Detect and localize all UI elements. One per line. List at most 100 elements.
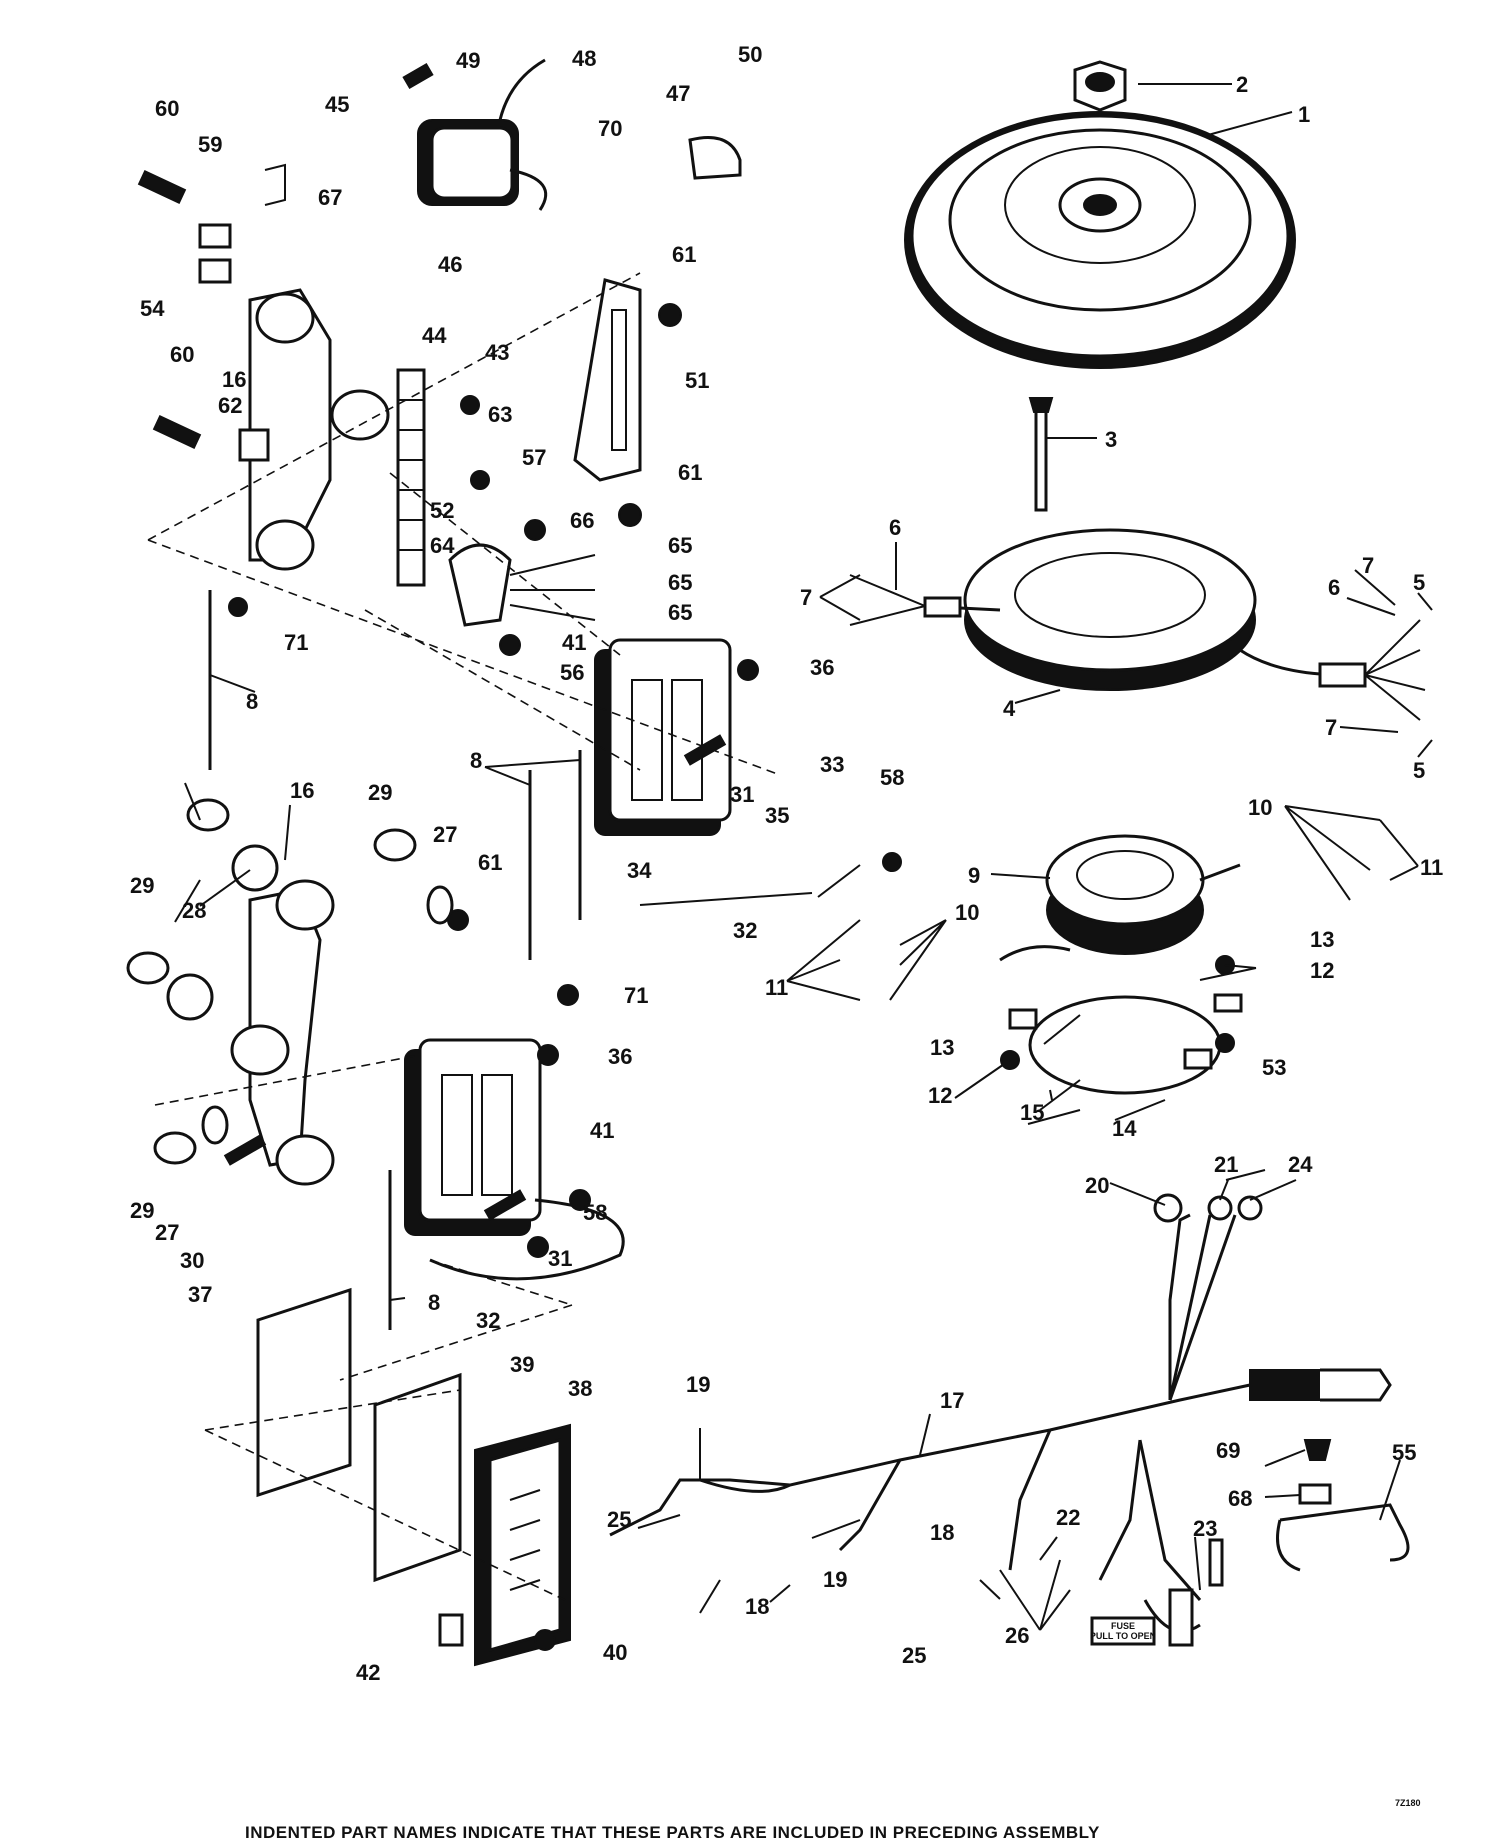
callout-36a: 36 (810, 655, 834, 680)
callout-60b: 60 (170, 342, 194, 367)
callout-65a: 65 (668, 533, 692, 558)
callout-55: 55 (1392, 1440, 1416, 1465)
stator-assembly (849, 528, 1426, 721)
callout-6b: 6 (1328, 575, 1340, 600)
upper-bracket (248, 288, 390, 571)
callout-39: 39 (510, 1352, 534, 1377)
callout-29b: 29 (130, 873, 154, 898)
callout-19b: 19 (823, 1567, 847, 1592)
callout-33: 33 (820, 752, 844, 777)
callout-65b: 65 (668, 570, 692, 595)
callout-8b: 8 (470, 748, 482, 773)
callout-24: 24 (1288, 1152, 1313, 1177)
callout-42: 42 (356, 1660, 380, 1685)
callout-40: 40 (603, 1640, 627, 1665)
callout-35: 35 (765, 803, 789, 828)
callout-71a: 71 (284, 630, 308, 655)
callout-26: 26 (1005, 1623, 1029, 1648)
power-pack-lower (404, 1038, 625, 1281)
callout-34: 34 (627, 858, 652, 883)
callout-63: 63 (488, 402, 512, 427)
callout-12a: 12 (1310, 958, 1334, 983)
callout-5a: 5 (1413, 570, 1425, 595)
power-pack-upper (594, 638, 732, 836)
callout-62: 62 (218, 393, 242, 418)
coil-bracket (573, 278, 642, 482)
timer-base (999, 834, 1241, 962)
callout-4: 4 (1003, 696, 1016, 721)
callout-32a: 32 (733, 918, 757, 943)
shield-cover (474, 1423, 571, 1667)
callout-10a: 10 (1248, 795, 1272, 820)
callout-59: 59 (198, 132, 222, 157)
callout-labels: 1 2 3 4 5 5 6 6 7 7 7 8 8 8 9 10 10 11 1… (130, 42, 1443, 1685)
callout-68: 68 (1228, 1486, 1252, 1511)
callout-7c: 7 (1325, 715, 1337, 740)
callout-2: 2 (1236, 72, 1248, 97)
callout-7a: 7 (800, 585, 812, 610)
callout-13a: 13 (1310, 927, 1334, 952)
callout-36b: 36 (608, 1044, 632, 1069)
assembly-lines (147, 272, 781, 1601)
callout-31b: 31 (548, 1246, 572, 1271)
callout-65c: 65 (668, 600, 692, 625)
callout-48: 48 (572, 46, 596, 71)
callout-leaders (174, 83, 1433, 1631)
callout-61c: 61 (478, 850, 502, 875)
callout-14: 14 (1112, 1116, 1137, 1141)
hardware (137, 62, 1243, 1651)
callout-31a: 31 (730, 782, 754, 807)
callout-66: 66 (570, 508, 594, 533)
callout-44: 44 (422, 323, 447, 348)
callout-23: 23 (1193, 1516, 1217, 1541)
callout-25a: 25 (607, 1507, 631, 1532)
harness-bracket (1276, 1439, 1410, 1572)
footer-note: INDENTED PART NAMES INDICATE THAT THESE … (245, 1823, 1100, 1839)
flywheel (904, 111, 1296, 369)
callout-70: 70 (598, 116, 622, 141)
callout-57: 57 (522, 445, 546, 470)
callout-47: 47 (666, 81, 690, 106)
callout-10b: 10 (955, 900, 979, 925)
flywheel-nut (1073, 60, 1127, 112)
callout-5b: 5 (1413, 758, 1425, 783)
callout-46: 46 (438, 252, 462, 277)
ground-straps (208, 590, 582, 1330)
callout-16a: 16 (222, 367, 246, 392)
callout-12b: 12 (928, 1083, 952, 1108)
callout-61a: 61 (672, 242, 696, 267)
callout-1: 1 (1298, 102, 1310, 127)
fuse-label-line: FUSE (1111, 1621, 1135, 1631)
callout-71b: 71 (624, 983, 648, 1008)
callout-58b: 58 (583, 1200, 607, 1225)
callout-28: 28 (182, 898, 206, 923)
retaining-ring (1028, 995, 1222, 1095)
callout-29c: 29 (130, 1198, 154, 1223)
callout-16b: 16 (290, 778, 314, 803)
callout-9: 9 (968, 863, 980, 888)
lower-bracket (230, 879, 335, 1186)
image-code: 7Z180 (1395, 1798, 1421, 1808)
washers (126, 798, 417, 1165)
callout-50: 50 (738, 42, 762, 67)
callout-25b: 25 (902, 1643, 926, 1668)
callout-43: 43 (485, 340, 509, 365)
callout-53: 53 (1262, 1055, 1286, 1080)
callout-37: 37 (188, 1282, 212, 1307)
fuse-label-line: PULL TO OPEN (1090, 1631, 1156, 1641)
callout-27a: 27 (433, 822, 457, 847)
callout-21: 21 (1214, 1152, 1238, 1177)
callout-20: 20 (1085, 1173, 1109, 1198)
callout-41b: 41 (590, 1118, 614, 1143)
callout-7b: 7 (1362, 553, 1374, 578)
callout-64: 64 (430, 533, 455, 558)
callout-22: 22 (1056, 1505, 1080, 1530)
callout-69: 69 (1216, 1438, 1240, 1463)
callout-30: 30 (180, 1248, 204, 1273)
callout-27b: 27 (155, 1220, 179, 1245)
